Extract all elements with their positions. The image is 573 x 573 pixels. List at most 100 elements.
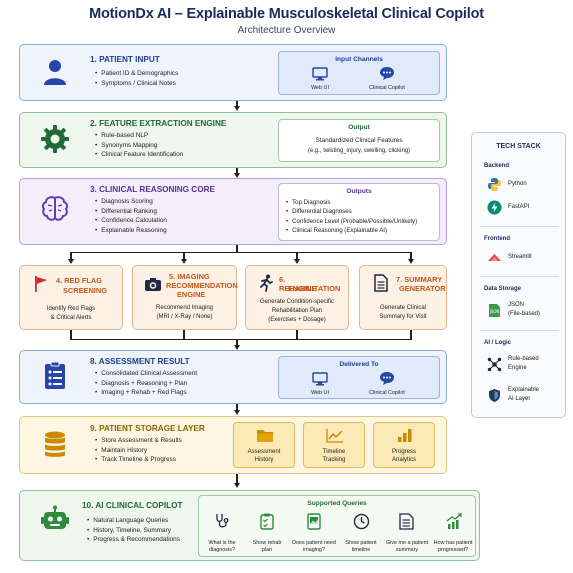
image-scan-icon: [307, 513, 321, 530]
streamlit-logo-icon: [488, 254, 501, 261]
brain-icon: [41, 196, 69, 221]
reasoning-output-item: Top Diagnosis: [286, 198, 417, 207]
rehab-desc-line3: (Exercises + Dosage): [268, 317, 326, 323]
red-flag-screening-box: 4. RED FLAG SCREENING Identify Red Flags…: [19, 265, 123, 330]
query-label: timeline: [351, 547, 371, 553]
line-chart-icon: [326, 429, 343, 443]
assessment-title: 8. ASSESSMENT RESULT: [90, 357, 190, 366]
tech-divider: [480, 330, 559, 331]
tech-json: JSON: [508, 302, 525, 308]
copilot-title: 10. AI CLINICAL COPILOT: [82, 501, 183, 510]
flow-arrow-head: [233, 410, 240, 415]
feature-bullet: Rule-based NLP: [95, 131, 183, 141]
query-label: What is the: [208, 540, 236, 546]
clock-icon: [353, 513, 370, 530]
storage-title: 9. PATIENT STORAGE LAYER: [90, 424, 205, 433]
storage-card-label: Timeline: [322, 449, 346, 455]
clipboard-check-icon: [260, 513, 274, 530]
tech-stack-title: TECH STACK: [496, 143, 541, 150]
flow-connector: [410, 330, 412, 340]
feature-extraction-title: 2. FEATURE EXTRACTION ENGINE: [90, 119, 227, 128]
chat-bubble-icon: [380, 67, 394, 80]
camera-icon: [145, 278, 161, 291]
imaging-recommendation-box: 5. IMAGING RECOMMENDATION ENGINE Recomme…: [132, 265, 238, 330]
storage-card-label: Analytics: [391, 457, 416, 463]
rehab-title-line2: ENGINE: [288, 284, 317, 293]
query-label: plan: [261, 547, 273, 553]
imaging-desc: Recommend Imaging: [155, 305, 214, 311]
flow-arrow-head: [180, 259, 187, 264]
reasoning-output-item: Confidence Level (Probable/Possible/Unli…: [286, 217, 417, 226]
red-flag-desc: Identify Red Flags: [46, 306, 96, 312]
checklist-icon: [45, 361, 65, 389]
feature-bullet: Synonyms Mapping: [95, 141, 183, 151]
patient-input-bullet: Symptoms / Clinical Notes: [95, 79, 178, 89]
monitor-icon: [312, 67, 328, 81]
flow-arrow-head: [293, 259, 300, 264]
rehab-title: 6. REHABILITATION: [279, 275, 341, 293]
copilot-bullet: Natural Language Queries: [87, 516, 180, 526]
feature-output-title: Output: [348, 124, 370, 131]
query-label: Show rehab: [252, 540, 282, 546]
rehab-desc: Generate Condition-specific: [259, 299, 335, 305]
patient-storage-section: 9. PATIENT STORAGE LAYER Store Assessmen…: [19, 416, 447, 474]
flow-arrow-head: [233, 483, 240, 488]
input-channels-panel: Input Channels Web UI Clinical Copilot: [278, 51, 440, 95]
input-channels-title: Input Channels: [335, 56, 383, 63]
tech-frontend-heading: Frontend: [484, 236, 510, 242]
flow-connector: [70, 330, 72, 340]
storage-card-label: Tracking: [322, 457, 346, 463]
patient-input-title: 1. PATIENT INPUT: [90, 55, 160, 64]
tech-ai-heading: AI / Logic: [484, 340, 511, 346]
flow-connector: [183, 330, 185, 340]
database-icon: [45, 431, 65, 457]
feature-extraction-section: 2. FEATURE EXTRACTION ENGINE Rule-based …: [19, 112, 447, 168]
trend-up-icon: [446, 513, 462, 529]
tech-divider: [480, 226, 559, 227]
feature-output-example: (e.g., twisting_injury, swelling, clicki…: [307, 148, 411, 154]
imaging-desc-line2: (MRI / X-Ray / None): [156, 314, 213, 320]
query-label: Give me a patient: [385, 540, 429, 546]
patient-person-icon: [44, 60, 66, 85]
red-flag-title: 4. RED FLAG: [56, 276, 102, 285]
flow-arrow: [236, 101, 238, 107]
summary-generator-box: 7. SUMMARY GENERATOR Generate Clinical S…: [359, 265, 447, 330]
page-title: MotionDx AI – Explainable Musculoskeleta…: [89, 6, 484, 22]
delivered-to-panel: Delivered To Web UI Clinical Copilot: [278, 356, 440, 399]
flow-connector: [70, 252, 72, 260]
flow-connector: [236, 245, 238, 253]
document-icon: [374, 274, 388, 292]
svg-text:JSON: JSON: [489, 309, 500, 314]
delivered-web-ui: Web UI: [311, 390, 329, 396]
tech-divider: [480, 276, 559, 277]
json-file-icon: JSON: [489, 304, 500, 317]
flow-connector: [296, 252, 298, 260]
query-label: imaging?: [303, 547, 325, 553]
tech-storage-heading: Data Storage: [484, 286, 522, 292]
storage-bullet: Track Timeline & Progress: [95, 455, 182, 465]
monitor-icon: [312, 372, 328, 386]
feature-output-panel: Output Standardized Clinical Features (e…: [278, 119, 440, 162]
query-label: Show patient: [345, 540, 377, 546]
flow-arrow-head: [67, 259, 74, 264]
running-person-icon: [260, 274, 273, 292]
storage-card-progress-analytics: Progress Analytics: [373, 422, 435, 468]
delivered-to-title: Delivered To: [339, 361, 379, 368]
reasoning-bullet: Confidence Calculation: [95, 216, 167, 226]
query-label: diagnosis?: [209, 547, 235, 553]
red-flag-title-line2: SCREENING: [63, 286, 107, 295]
flow-connector: [296, 330, 298, 340]
tech-rule-engine-line2: Engine: [508, 365, 527, 371]
robot-icon: [41, 505, 69, 529]
flow-arrow-head: [233, 345, 240, 350]
summary-title-line2: GENERATOR: [399, 284, 446, 293]
flow-connector: [70, 339, 411, 341]
tech-stack-panel: TECH STACK Backend Python FastAPI Fronte…: [471, 132, 566, 418]
gear-icon: [41, 125, 69, 153]
summary-title: 7. SUMMARY: [396, 275, 443, 284]
folder-icon: [257, 430, 273, 442]
copilot-bullet: History, Timeline, Summary: [87, 526, 180, 536]
summary-desc-line2: Summary for Visit: [379, 314, 427, 320]
reasoning-output-item: Differential Diagnoses: [286, 207, 417, 216]
channel-clinical-copilot: Clinical Copilot: [369, 85, 405, 91]
